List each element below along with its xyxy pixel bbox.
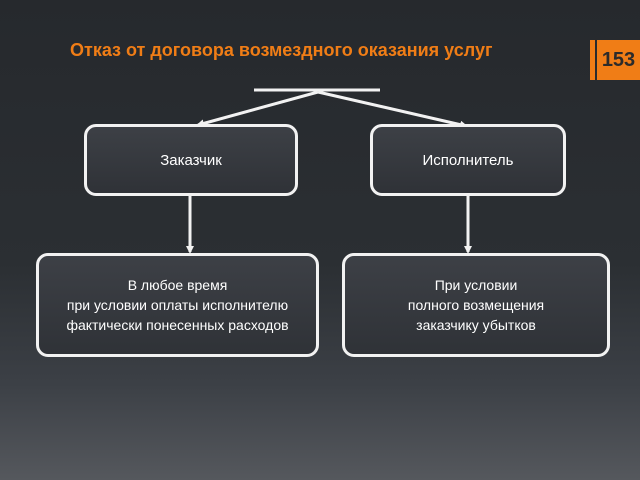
contractor-condition-line-3: заказчику убытков [416,317,536,333]
contractor-condition-box: При условии полного возмещения заказчику… [342,253,610,357]
customer-node: Заказчик [84,124,298,196]
slide-number-accent-bar [590,40,595,80]
slide-title: Отказ от договора возмездного оказания у… [70,40,493,60]
customer-condition-line-3: фактически понесенных расходов [66,317,289,333]
customer-condition-box: В любое время при условии оплаты исполни… [36,253,319,357]
contractor-condition-line-1: При условии [434,277,518,293]
contractor-node: Исполнитель [370,124,566,196]
arrow-to-customer [196,90,319,128]
arrow-to-contractor [317,90,468,129]
contractor-condition-line-2: полного возмещения [407,297,545,313]
customer-condition-line-2: при условии оплаты исполнителю [66,297,289,313]
customer-condition-line-1: В любое время [127,277,228,293]
slide-number: 153 [597,40,640,80]
